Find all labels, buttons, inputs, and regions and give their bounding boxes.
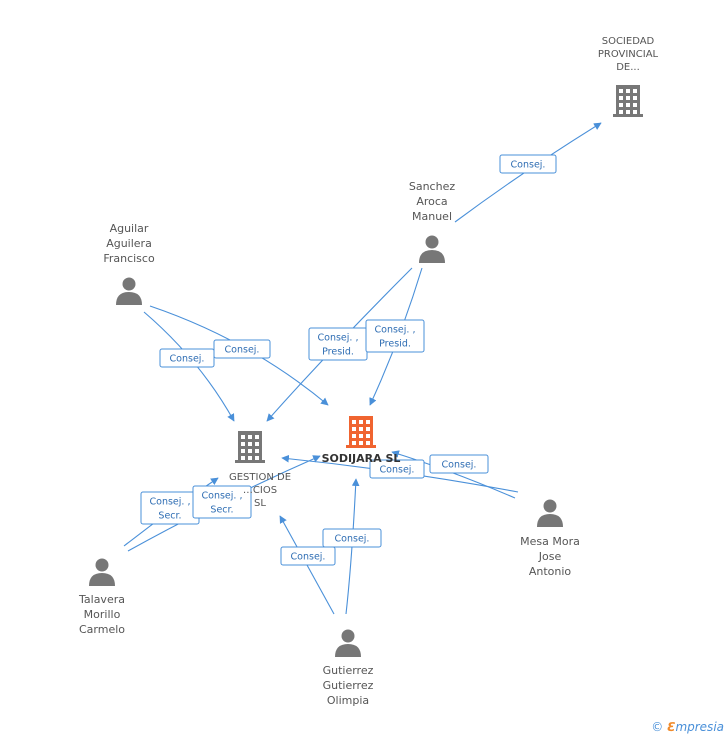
node-label-gutierrez: Gutierrez — [323, 664, 374, 677]
node-label-sanchez: Sanchez — [409, 180, 455, 193]
edge-label-box — [280, 546, 336, 566]
edge-label-box — [322, 528, 382, 548]
edge-label-box — [429, 454, 489, 474]
edge-gutierrez-sodijara — [345, 478, 360, 615]
edge-label-aguilar-sodijara[interactable]: Consej. — [213, 339, 271, 359]
edge-label-sanchez-gestion[interactable]: Consej. , Presid. — [308, 327, 368, 361]
edge-label-text: Consej. , — [375, 325, 416, 336]
edge-label-talavera-gestion[interactable]: Consej. , Secr. — [140, 491, 200, 525]
edge-label-text: Consej. — [170, 354, 205, 365]
edge-label-text: Consej. — [380, 465, 415, 476]
node-label-talavera: Morillo — [84, 608, 121, 621]
node-label-gutierrez: Olimpia — [327, 694, 369, 707]
edge-label-text: Presid. — [379, 339, 411, 350]
node-label-talavera: Carmelo — [79, 623, 125, 636]
node-label-sanchez: Manuel — [412, 210, 452, 223]
node-label-sanchez: Aroca — [416, 195, 447, 208]
person-icon — [116, 277, 142, 305]
edge-labels-layer: Consej.Consej. ,Presid.Consej. ,Presid.C… — [140, 154, 557, 566]
building-icon — [346, 416, 376, 448]
node-label-mesa: Mesa Mora — [520, 535, 580, 548]
edge-label-text: Consej. — [511, 160, 546, 171]
person-icon — [537, 499, 563, 527]
edge-label-box — [499, 154, 557, 174]
edge-label-text: Consej. , — [150, 497, 191, 508]
node-gestion[interactable]: GESTION DE …CIOS SL — [229, 431, 291, 509]
edge-label-gutierrez-gestion[interactable]: Consej. — [280, 546, 336, 566]
edge-label-text: Secr. — [158, 511, 181, 522]
edge-label-text: Consej. — [335, 534, 370, 545]
edge-gutierrez-gestion — [279, 515, 335, 615]
copyright-symbol: © — [651, 720, 664, 734]
footer-brand: © ℇmpresia — [651, 720, 724, 734]
building-icon — [235, 431, 265, 463]
edge-label-text: Consej. — [442, 460, 477, 471]
edge-label-text: Consej. , — [318, 333, 359, 344]
edge-label-text: Presid. — [322, 347, 354, 358]
edge-label-gutierrez-sodijara[interactable]: Consej. — [322, 528, 382, 548]
node-label-gutierrez: Gutierrez — [323, 679, 374, 692]
node-label-aguilar: Aguilar — [110, 222, 149, 235]
node-label-gestion: …CIOS — [243, 485, 277, 496]
node-label-talavera: Talavera — [78, 593, 125, 606]
edge-label-mesa-sodijara[interactable]: Consej. — [429, 454, 489, 474]
edge-label-aguilar-gestion[interactable]: Consej. — [159, 348, 215, 368]
edge-label-talavera-sodijara[interactable]: Consej. , Secr. — [192, 485, 252, 519]
edge-label-sanchez-sociedad[interactable]: Consej. — [499, 154, 557, 174]
node-label-mesa: Jose — [538, 550, 562, 563]
nodes-layer: SODIJARA SL GESTION DE …CIOS SL SOCIEDAD PROV… — [78, 36, 659, 707]
node-label-sociedad: PROVINCIAL — [598, 49, 659, 60]
node-sociedad[interactable]: SOCIEDAD PROVINCIAL DE... — [598, 36, 659, 117]
edge-label-box — [369, 459, 425, 479]
brand-name: mpresia — [675, 720, 724, 734]
building-icon — [613, 85, 643, 117]
person-icon — [419, 235, 445, 263]
edge-label-box — [192, 485, 252, 519]
edge-label-text: Secr. — [210, 505, 233, 516]
edge-label-box — [365, 319, 425, 353]
person-icon — [335, 629, 361, 657]
edge-label-text: Consej. , — [202, 491, 243, 502]
edge-label-sanchez-sodijara[interactable]: Consej. , Presid. — [365, 319, 425, 353]
edge-label-box — [213, 339, 271, 359]
node-label-gestion: SL — [254, 498, 266, 509]
edge-label-mesa-gestion[interactable]: Consej. — [369, 459, 425, 479]
node-label-gestion: GESTION DE — [229, 472, 291, 483]
edge-label-box — [159, 348, 215, 368]
node-sodijara[interactable]: SODIJARA SL — [322, 416, 401, 465]
node-label-sociedad: SOCIEDAD — [602, 36, 655, 47]
brand-logo-e: ℇ — [667, 720, 676, 734]
edge-label-text: Consej. — [291, 552, 326, 563]
person-icon — [89, 558, 115, 586]
node-label-aguilar: Francisco — [103, 252, 155, 265]
node-label-mesa: Antonio — [529, 565, 572, 578]
node-label-sodijara: SODIJARA SL — [322, 452, 401, 465]
edge-label-text: Consej. — [225, 345, 260, 356]
node-label-sociedad: DE... — [616, 62, 640, 73]
node-label-aguilar: Aguilera — [106, 237, 152, 250]
